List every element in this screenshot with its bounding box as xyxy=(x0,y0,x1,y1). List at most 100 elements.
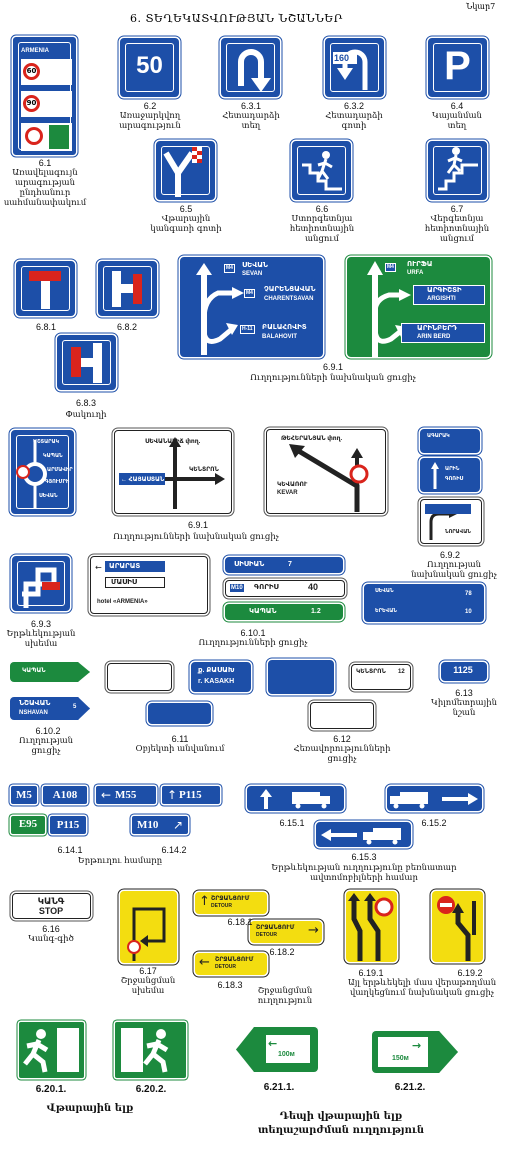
cap-6-20: Վթարային ելք xyxy=(46,1103,134,1114)
sign-6-8-3 xyxy=(57,335,116,390)
sign-6-7 xyxy=(428,141,487,200)
dest-urfa-lat: URFA xyxy=(407,270,424,276)
s692-c: ԳՈՌԻՍ xyxy=(445,476,464,482)
s6101-dv: 7 xyxy=(288,561,292,568)
route-m5: M5 xyxy=(11,786,37,804)
sign-6-10-2-a: ԿԱՊԱՆ xyxy=(10,662,90,682)
num-6-21-2: 6.21.2. xyxy=(394,1082,426,1093)
s6102-b: ՆՇԱՎԱՆ xyxy=(19,700,51,707)
dest-urfa: ՈՒՐՖԱ xyxy=(407,261,433,268)
s6101-hv: 10 xyxy=(465,609,472,615)
cap-6-10-1: Ուղղությունների ցուցիչ xyxy=(198,638,308,648)
num-6-3-1: 6.3.1 xyxy=(240,101,262,111)
sign-6-9-1-white-a: ՍԵՎԱՆԱԼԻՃ փող. ← ՀԱՅԱՍՏԱՆ ԿԵՆՏՐՈՆ xyxy=(114,430,232,514)
cap-6-3-1: Հետադարձի տեղ xyxy=(222,111,280,131)
num-6-19-2: 6.19.2 xyxy=(457,968,483,978)
dest-charentsavan: ՉԱՐԵՆՑԱՎԱՆ xyxy=(264,286,316,293)
s692-a: ԱԳԱՐԱԿ xyxy=(427,433,450,439)
sign-6-12-b: ԿԵՆՏՐՈՆ 12 xyxy=(351,664,411,690)
s6101-b: ՄԱՍԻՍ xyxy=(111,579,138,586)
route-p115-b-label: P115 xyxy=(56,819,80,831)
num-6-15-2: 6.15.2 xyxy=(421,818,447,828)
sign-6-11-b: ք. ՔԱՍԱԽ r. KASAKH xyxy=(191,662,251,692)
dest-argishti: ԱՐԳԻՇՏԻ xyxy=(427,287,462,294)
num-6-4: 6.4 xyxy=(450,101,464,111)
cap-6-13: Կիլոմետրային նշան xyxy=(430,698,497,718)
sign-6-12-a xyxy=(268,660,334,694)
sign-6-20-2 xyxy=(115,1022,186,1078)
figure-tag: Նկար7 xyxy=(466,2,496,11)
num-6-16: 6.16 xyxy=(42,924,60,934)
sign-6-1-panel-3 xyxy=(21,123,72,151)
num-6-8-3: 6.8.3 xyxy=(75,398,97,408)
num-6-14-1: 6.14.1 xyxy=(57,845,83,855)
route-m4-a: M4 xyxy=(224,264,235,273)
sign-6-6 xyxy=(292,141,351,200)
route-p115-a-label: P115 xyxy=(179,789,202,801)
wa-left: ← ՀԱՅԱՍՏԱՆ xyxy=(121,477,165,483)
cap-6-2: Առաջարկվող արագություն xyxy=(119,111,181,131)
truck-up-icon xyxy=(260,789,330,809)
cap-6-16: Կանգ-գիծ xyxy=(28,934,74,944)
speed-circle-90: 90 xyxy=(23,95,40,112)
cap-6-17: Շրջանցման սխեմա xyxy=(120,976,176,996)
s612-av: 12 xyxy=(398,669,405,675)
rb-d4: ԳՅՈՒՄՐԻ xyxy=(45,479,70,485)
s6101-c: hotel «ARMENIA» xyxy=(97,599,148,605)
sign-6-10-1-big: ՍԵՎԱՆ 78 ԵՐԵՎԱՆ 10 xyxy=(364,584,484,622)
parking-letter: P xyxy=(444,44,471,88)
cap-6-9-1-b: Ուղղությունների նախնական ցուցիչ xyxy=(113,532,279,542)
sign-6-9-1-white-b: ԹԵՀԵՐԱՆՅԱՆ փող. ԿԵՎԱՌՈՒ KEVAR xyxy=(266,429,386,514)
route-a108-label: A108 xyxy=(52,789,78,801)
wb-left: ԿԵՎԱՌՈՒ xyxy=(277,482,308,488)
s618-a3: ՇՐՋԱՆՑՈՒՄ xyxy=(215,957,254,963)
s618-al2: DETOUR xyxy=(256,932,278,938)
num-6-1: 6.1 xyxy=(38,158,52,168)
sign-6-9-1-blue: M4 ՍԵՎԱՆ SEVAN M4 ՉԱՐԵՆՑԱՎԱՆ CHARENTSAVA… xyxy=(180,257,323,357)
s6102-a: ԿԱՊԱՆ xyxy=(22,668,46,674)
sign-6-10-1-white: ԱՐԱՐԱՏ ← ՄԱՍԻՍ hotel «ARMENIA» xyxy=(90,556,208,614)
s6101-gv: 78 xyxy=(465,591,472,597)
sign-6-4: P xyxy=(428,38,487,97)
dest-arinberd-lat: ARIN BERD xyxy=(417,334,451,340)
s611-a: ք. ՔԱՍԱԽ xyxy=(198,667,235,674)
num-6-8-2: 6.8.2 xyxy=(116,322,138,332)
emergency-lane-icon xyxy=(163,147,202,197)
sign-6-9-1-roundabout: ԱՇՏԱՐԱԿ ԿԱՊԱՆ ԱՐՄԱՎԻՐ ԳՅՈՒՄՐԻ ՍԵՎԱՆ xyxy=(11,430,74,514)
u-turn-zone-icon xyxy=(333,49,368,90)
s618-a2: ՇՐՋԱՆՑՈՒՄ xyxy=(256,925,295,931)
num-6-13: 6.13 xyxy=(455,688,473,698)
sign-6-8-2 xyxy=(98,261,157,316)
wa-top: ՍԵՎԱՆԱԼԻՃ փող. xyxy=(145,439,201,445)
sign-6-1-panel-1: 60 xyxy=(21,59,72,85)
wa-right: ԿԵՆՏՐՈՆ xyxy=(189,467,219,473)
route-h11: H-11 xyxy=(240,325,255,334)
s692-d: ՆՈՐԱՎԱՆ xyxy=(445,529,471,535)
sign-6-13: 1125 xyxy=(441,662,487,681)
route-e95: E95 xyxy=(11,816,45,834)
dest-argishti-lat: ARGISHTI xyxy=(427,296,456,302)
emergency-exit-runner-right-icon xyxy=(143,1029,169,1073)
sign-6-1-panel-2: 90 xyxy=(21,91,72,117)
s6101-a: ԱՐԱՐԱՏ xyxy=(109,563,141,570)
num-6-20-1: 6.20.1. xyxy=(35,1084,67,1095)
dest-sevan: ՍԵՎԱՆ xyxy=(242,262,268,269)
num-6-18-2: 6.18.2 xyxy=(269,947,295,957)
sign-6-18-3: ← ՇՐՋԱՆՑՈՒՄ DETOUR xyxy=(195,953,267,975)
s6102-bl: NSHAVAN xyxy=(19,710,48,716)
sign-6-20-1 xyxy=(19,1022,84,1078)
s692-b: ԱՐԻՆ xyxy=(445,466,460,472)
s6101-ev: 40 xyxy=(308,582,319,592)
num-6-6: 6.6 xyxy=(315,204,329,214)
num-6-9-2: 6.9.2 xyxy=(439,550,461,560)
cap-6-11: Օբյեկտի անվանում xyxy=(135,744,225,754)
s618-al1: DETOUR xyxy=(211,903,233,909)
route-p115-b: P115 xyxy=(50,816,86,834)
detour-scheme-icon xyxy=(127,907,166,961)
s612-a: ԿԵՆՏՐՈՆ xyxy=(356,669,386,675)
sign-6-15-1 xyxy=(247,786,344,811)
traffic-scheme-icon xyxy=(22,567,60,608)
route-m4-c: M4 xyxy=(385,263,396,272)
num-6-12: 6.12 xyxy=(333,734,351,744)
s613-value: 1125 xyxy=(453,665,473,675)
